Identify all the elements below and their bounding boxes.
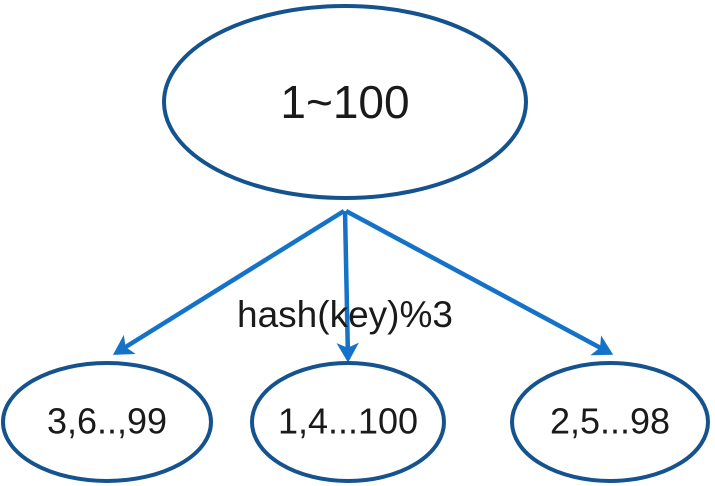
node-root[interactable]: 1~100	[162, 4, 528, 200]
bucket-1-ellipse	[250, 361, 446, 483]
bucket-1-label: 1,4...100	[278, 401, 418, 442]
root-node-label: 1~100	[280, 76, 409, 128]
edge-root-to-bucket-2	[344, 209, 614, 356]
root-ellipse	[162, 4, 528, 200]
bucket-2-ellipse	[510, 361, 710, 483]
node-bucket-1[interactable]: 1,4...100	[250, 361, 446, 483]
node-bucket-0[interactable]: 3,6..,99	[1, 361, 213, 483]
edge-label-hash-function: hash(key)%3	[237, 294, 453, 335]
edge-root-to-bucket-0	[112, 209, 346, 355]
bucket-0-label: 3,6..,99	[47, 401, 167, 442]
edge-group	[112, 209, 614, 363]
node-bucket-2[interactable]: 2,5...98	[510, 361, 710, 483]
bucket-0-ellipse	[1, 361, 213, 483]
edge-root-to-bucket-1	[336, 210, 359, 363]
bucket-2-label: 2,5...98	[550, 401, 670, 442]
